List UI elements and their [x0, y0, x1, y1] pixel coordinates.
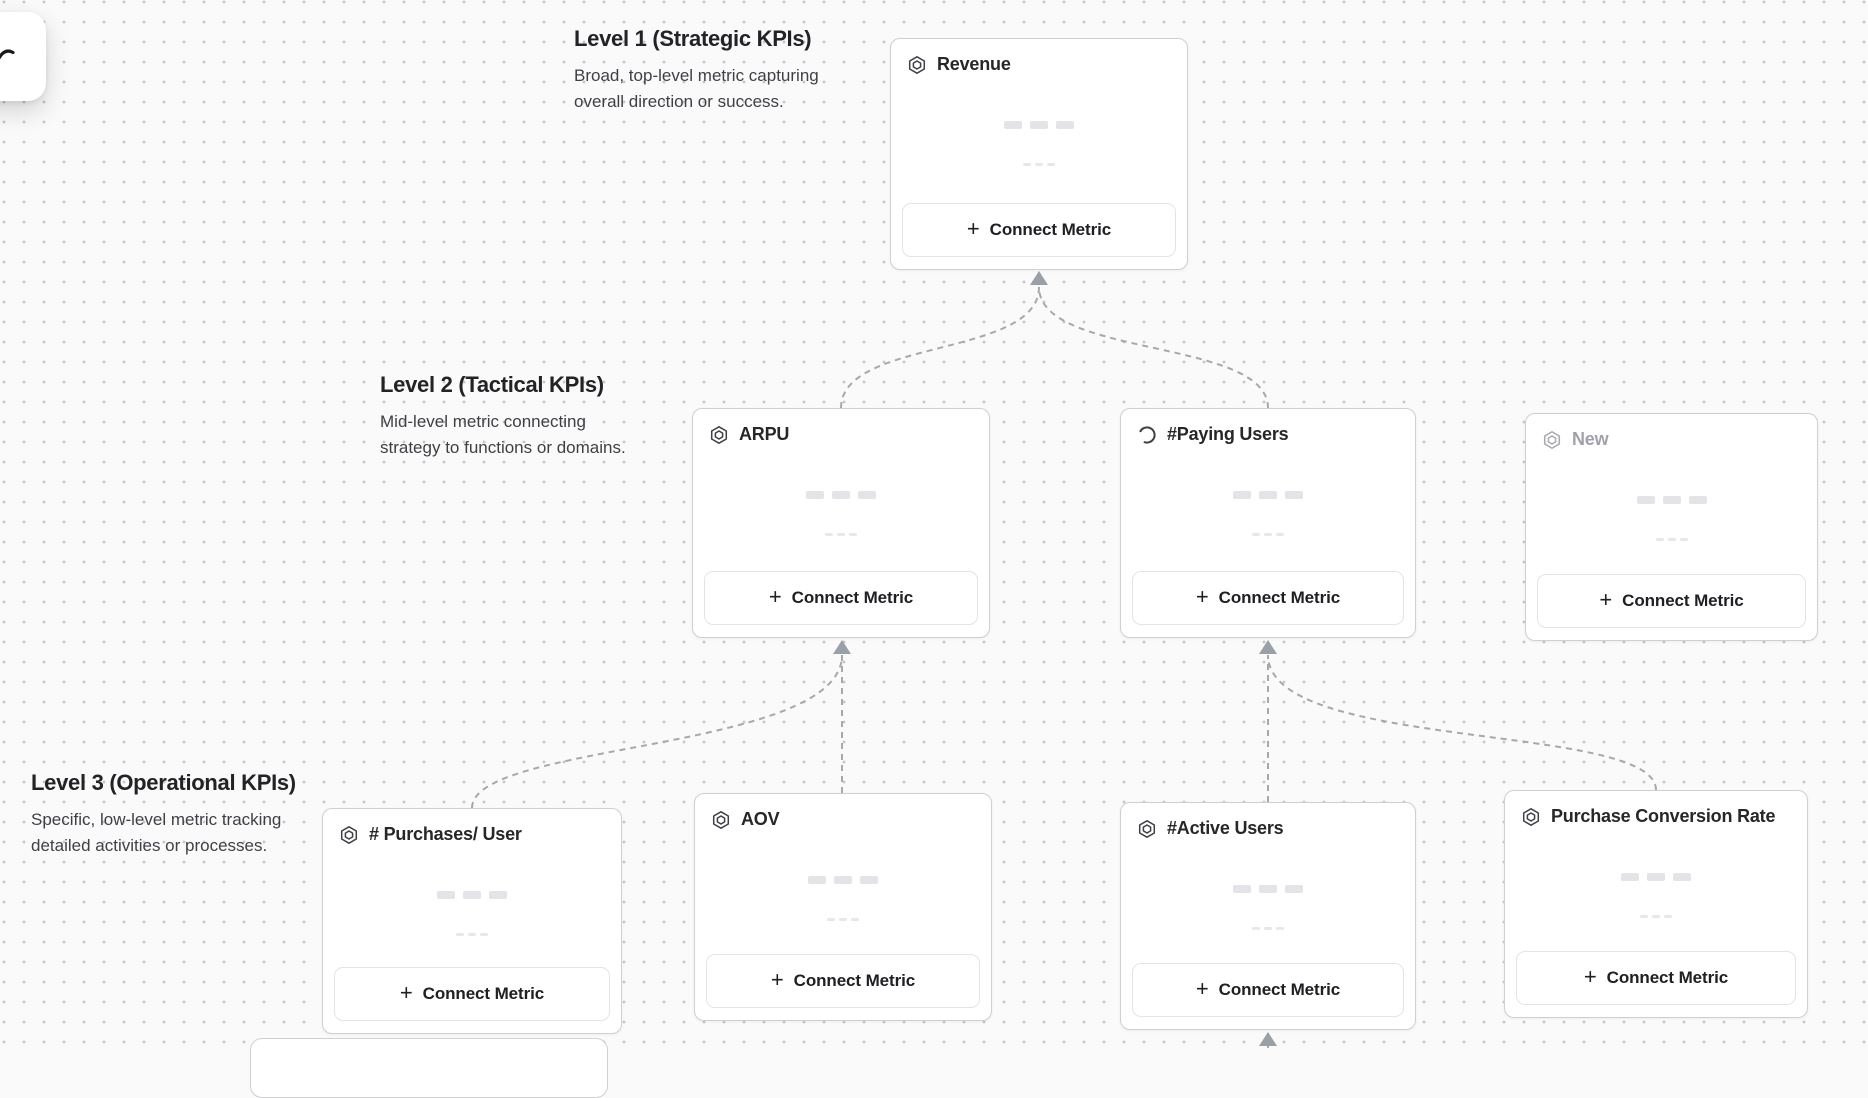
arrowhead-revenue [1030, 271, 1048, 285]
metric-card-arpu[interactable]: ARPU + Connect Metric [692, 408, 990, 638]
hexagon-metric-icon [908, 55, 926, 74]
level-1-title: Level 1 (Strategic KPIs) [574, 26, 812, 51]
skeleton-value-placeholder [695, 876, 991, 884]
connect-metric-button[interactable]: + Connect Metric [706, 954, 980, 1008]
floating-toolbar[interactable] [0, 12, 46, 101]
connect-metric-button[interactable]: + Connect Metric [1516, 951, 1796, 1005]
plus-icon: + [1599, 587, 1613, 612]
skeleton-label-placeholder [1121, 533, 1415, 536]
arrowhead-paying-users [1259, 640, 1277, 654]
connect-metric-label: Connect Metric [422, 984, 545, 1003]
level-2-label: Level 2 (Tactical KPIs) Mid-level metric… [380, 372, 626, 461]
skeleton-value-placeholder [693, 491, 989, 499]
connect-metric-label: Connect Metric [1622, 591, 1744, 610]
connect-metric-button[interactable]: + Connect Metric [902, 203, 1176, 257]
skeleton-value-placeholder [1505, 873, 1807, 881]
skeleton-label-placeholder [1121, 927, 1415, 930]
plus-icon: + [966, 216, 980, 241]
connect-metric-button[interactable]: + Connect Metric [1132, 571, 1404, 625]
skeleton-value-placeholder [891, 121, 1187, 129]
metric-card-purchase-conversion-rate[interactable]: Purchase Conversion Rate + Connect Metri… [1504, 790, 1808, 1018]
skeleton-value-placeholder [323, 891, 621, 899]
skeleton-value-placeholder [1121, 491, 1415, 499]
hexagon-metric-icon [1138, 819, 1156, 838]
plus-icon: + [770, 967, 784, 992]
metric-card-purchases-per-user[interactable]: # Purchases/ User + Connect Metric [322, 808, 622, 1034]
spinner-loading-icon [1138, 425, 1156, 444]
skeleton-label-placeholder [891, 163, 1187, 166]
level-3-label: Level 3 (Operational KPIs) Specific, low… [31, 770, 296, 859]
hexagon-metric-icon [712, 810, 730, 829]
card-title: Purchase Conversion Rate [1551, 806, 1776, 826]
connect-metric-label: Connect Metric [1218, 980, 1341, 999]
plus-icon: + [1195, 976, 1209, 1001]
skeleton-label-placeholder [695, 918, 991, 921]
connect-metric-button[interactable]: + Connect Metric [704, 571, 978, 625]
edge-conversion-to-paying-users [1267, 654, 1657, 791]
arrowhead-arpu [833, 640, 851, 654]
level-2-description: Mid-level metric connecting strategy to … [380, 412, 626, 457]
card-title: AOV [741, 809, 780, 829]
level-1-description: Broad, top-level metric capturing overal… [574, 66, 819, 111]
arrowhead-active-users [1259, 1032, 1277, 1046]
hexagon-metric-icon [1522, 807, 1540, 826]
skeleton-label-placeholder [1526, 538, 1817, 541]
skeleton-value-placeholder [1526, 496, 1817, 504]
level-3-title: Level 3 (Operational KPIs) [31, 770, 296, 795]
edge-paying-users-to-revenue [1038, 286, 1269, 409]
card-title: #Paying Users [1167, 424, 1289, 444]
connect-metric-button[interactable]: + Connect Metric [1132, 963, 1404, 1017]
metric-card-paying-users[interactable]: #Paying Users + Connect Metric [1120, 408, 1416, 638]
plus-icon: + [399, 980, 413, 1005]
level-2-title: Level 2 (Tactical KPIs) [380, 372, 604, 397]
skeleton-value-placeholder [1121, 885, 1415, 893]
metric-card-revenue[interactable]: Revenue + Connect Metric [890, 38, 1188, 270]
metric-card-partial[interactable] [250, 1038, 608, 1098]
edge-arpu-to-revenue [840, 286, 1040, 409]
plus-icon: + [1195, 584, 1209, 609]
skeleton-label-placeholder [323, 933, 621, 936]
connect-metric-button[interactable]: + Connect Metric [334, 967, 610, 1021]
connect-metric-label: Connect Metric [1218, 588, 1341, 607]
card-title: #Active Users [1167, 818, 1284, 838]
card-title: # Purchases/ User [369, 824, 522, 844]
connect-metric-label: Connect Metric [989, 220, 1112, 239]
connect-metric-button[interactable]: + Connect Metric [1537, 574, 1806, 628]
metric-card-new[interactable]: New + Connect Metric [1525, 413, 1818, 641]
skeleton-label-placeholder [693, 533, 989, 536]
card-title: Revenue [937, 54, 1011, 74]
level-1-label: Level 1 (Strategic KPIs) Broad, top-leve… [574, 26, 819, 115]
card-title: ARPU [739, 424, 790, 444]
connect-metric-label: Connect Metric [791, 588, 914, 607]
hexagon-metric-icon [340, 825, 358, 844]
connect-metric-label: Connect Metric [1606, 968, 1729, 987]
cursor-stroke-icon [0, 49, 15, 60]
hexagon-metric-icon [710, 425, 728, 444]
connect-metric-label: Connect Metric [793, 971, 916, 990]
level-3-description: Specific, low-level metric tracking deta… [31, 810, 282, 855]
metric-card-active-users[interactable]: #Active Users + Connect Metric [1120, 802, 1416, 1030]
plus-icon: + [768, 584, 782, 609]
card-title: New [1572, 429, 1609, 449]
plus-icon: + [1583, 964, 1597, 989]
metric-card-aov[interactable]: AOV + Connect Metric [694, 793, 992, 1021]
edge-purchases-to-arpu [471, 654, 843, 809]
hexagon-metric-icon [1543, 430, 1561, 449]
skeleton-label-placeholder [1505, 915, 1807, 918]
